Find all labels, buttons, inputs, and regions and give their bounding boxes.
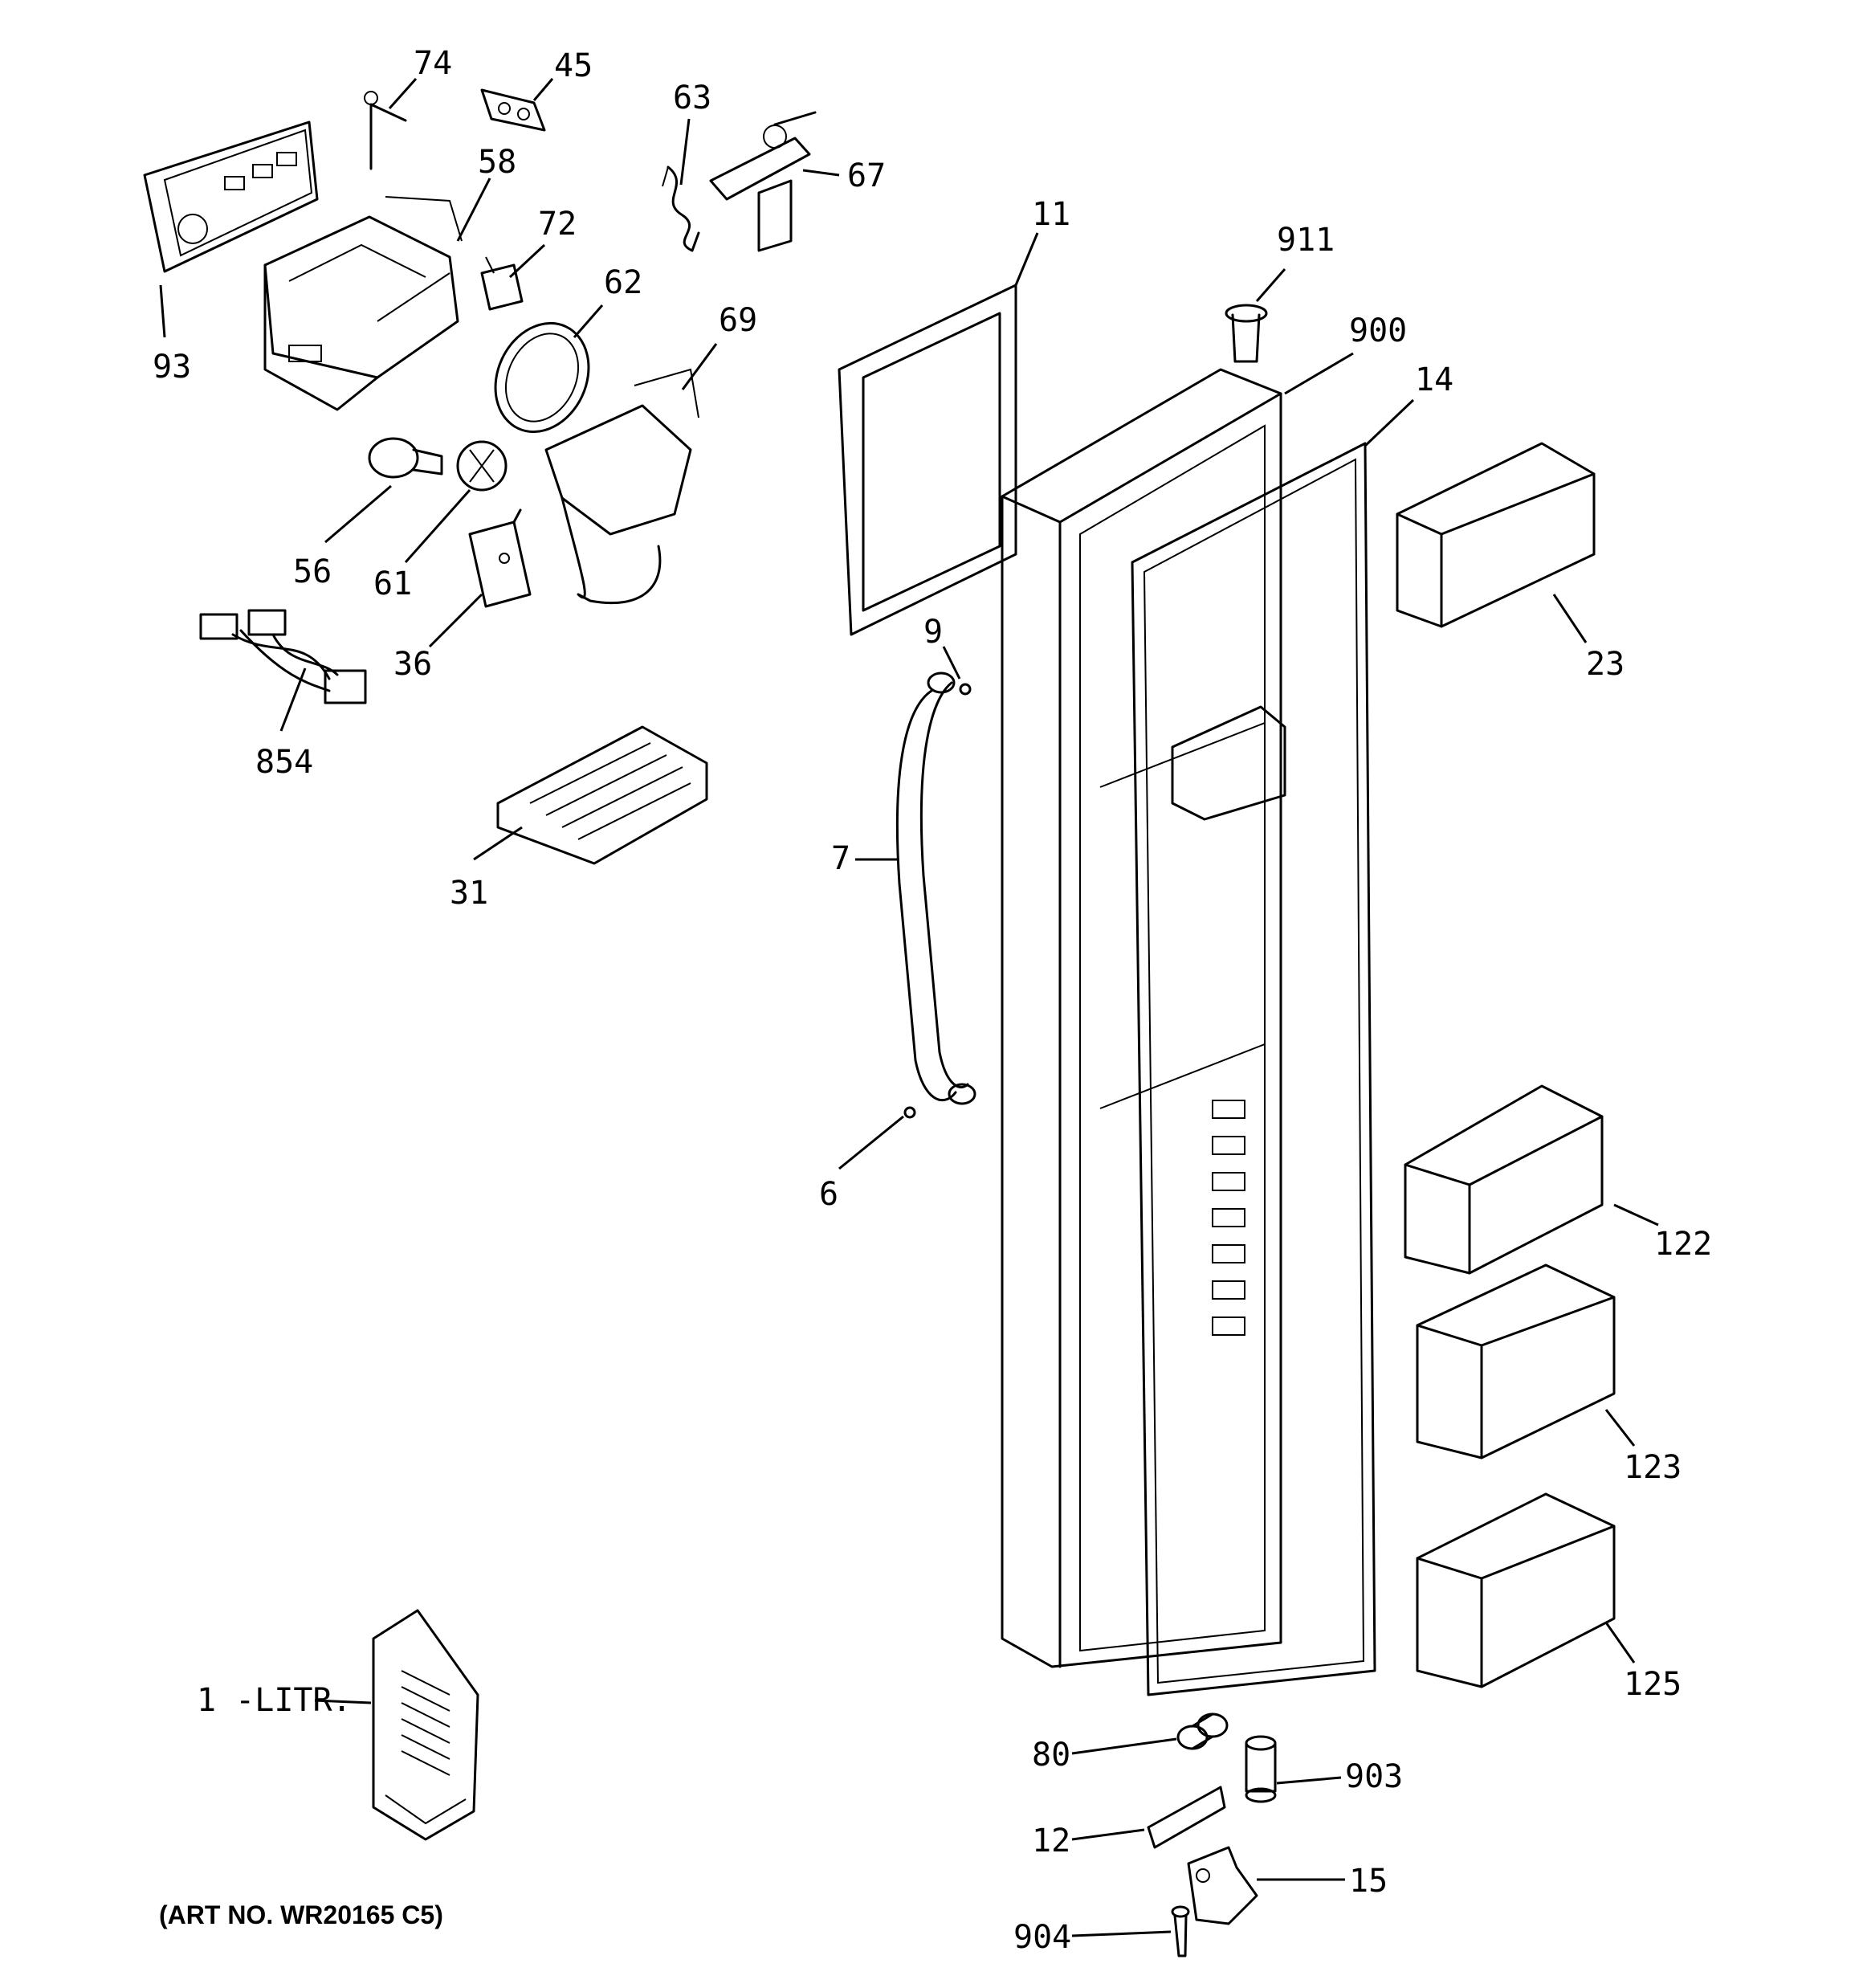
callout-labels: 74 45 63 67 58 72 93 62 69 11 911 900 14… xyxy=(153,45,1712,1956)
callout-45: 45 xyxy=(554,47,593,84)
callout-911: 911 xyxy=(1277,222,1335,259)
part-ring xyxy=(494,321,590,434)
callout-903: 903 xyxy=(1345,1758,1403,1795)
callout-15: 15 xyxy=(1349,1863,1388,1900)
part-light-bulb xyxy=(368,437,443,479)
part-door-bin-123 xyxy=(1416,1263,1616,1459)
callout-93: 93 xyxy=(153,349,191,386)
callout-74: 74 xyxy=(414,45,452,82)
callout-904: 904 xyxy=(1013,1919,1071,1956)
part-literature-booklet xyxy=(372,1609,479,1841)
part-screw-bottom xyxy=(903,1106,916,1119)
leader-lines xyxy=(159,78,1659,1937)
callout-11: 11 xyxy=(1032,196,1070,233)
callout-72: 72 xyxy=(538,206,577,243)
part-cap xyxy=(1225,304,1268,363)
callout-23: 23 xyxy=(1586,646,1625,683)
callout-123: 123 xyxy=(1624,1449,1682,1486)
part-door-bin-122 xyxy=(1404,1084,1604,1275)
callout-7: 7 xyxy=(831,840,850,877)
part-door-shell xyxy=(1001,368,1282,1668)
part-hinge-bracket xyxy=(1187,1846,1258,1925)
callout-9: 9 xyxy=(923,614,943,651)
callout-62: 62 xyxy=(604,264,642,301)
callout-1-litr: 1 -LITR. xyxy=(197,1682,352,1719)
callout-58: 58 xyxy=(478,144,516,181)
callout-12: 12 xyxy=(1032,1823,1070,1859)
callout-56: 56 xyxy=(293,553,332,590)
callout-122: 122 xyxy=(1654,1226,1712,1263)
part-dispenser-housing xyxy=(263,196,463,411)
part-door-bin-125 xyxy=(1416,1492,1616,1688)
part-door-handle xyxy=(895,672,976,1105)
part-wire-harness xyxy=(199,609,367,704)
callout-67: 67 xyxy=(847,157,886,194)
callout-80: 80 xyxy=(1032,1737,1070,1774)
part-door-frame xyxy=(838,284,1017,636)
callout-6: 6 xyxy=(819,1176,838,1213)
part-actuator-arm xyxy=(709,111,817,252)
callout-125: 125 xyxy=(1624,1666,1682,1703)
part-switch xyxy=(480,256,524,311)
part-drip-tray xyxy=(496,725,708,865)
callout-14: 14 xyxy=(1415,361,1453,398)
callout-31: 31 xyxy=(450,875,488,912)
part-hinge-bushing xyxy=(1176,1712,1229,1750)
part-coil-spring xyxy=(662,165,700,252)
part-spring xyxy=(364,91,407,170)
callout-61: 61 xyxy=(373,565,412,602)
part-gasket xyxy=(1131,442,1376,1696)
part-hinge-plate xyxy=(1147,1786,1226,1849)
part-ice-chute xyxy=(544,368,699,605)
callout-36: 36 xyxy=(393,646,432,683)
part-control-board xyxy=(143,120,319,273)
part-door-bin-23 xyxy=(1396,442,1596,628)
art-number: (ART NO. WR20165 C5) xyxy=(159,1900,443,1929)
door-shelf-tabs xyxy=(1212,1100,1245,1336)
callout-63: 63 xyxy=(673,80,711,116)
callout-69: 69 xyxy=(719,302,757,339)
callout-900: 900 xyxy=(1349,312,1407,349)
part-hinge-screw xyxy=(1171,1905,1190,1957)
callout-854: 854 xyxy=(255,744,313,781)
part-mount-bracket xyxy=(468,508,532,608)
part-bracket-plate xyxy=(480,88,546,132)
part-hinge-pin xyxy=(1245,1735,1277,1803)
part-socket xyxy=(456,440,508,492)
part-screw-top xyxy=(959,683,972,696)
